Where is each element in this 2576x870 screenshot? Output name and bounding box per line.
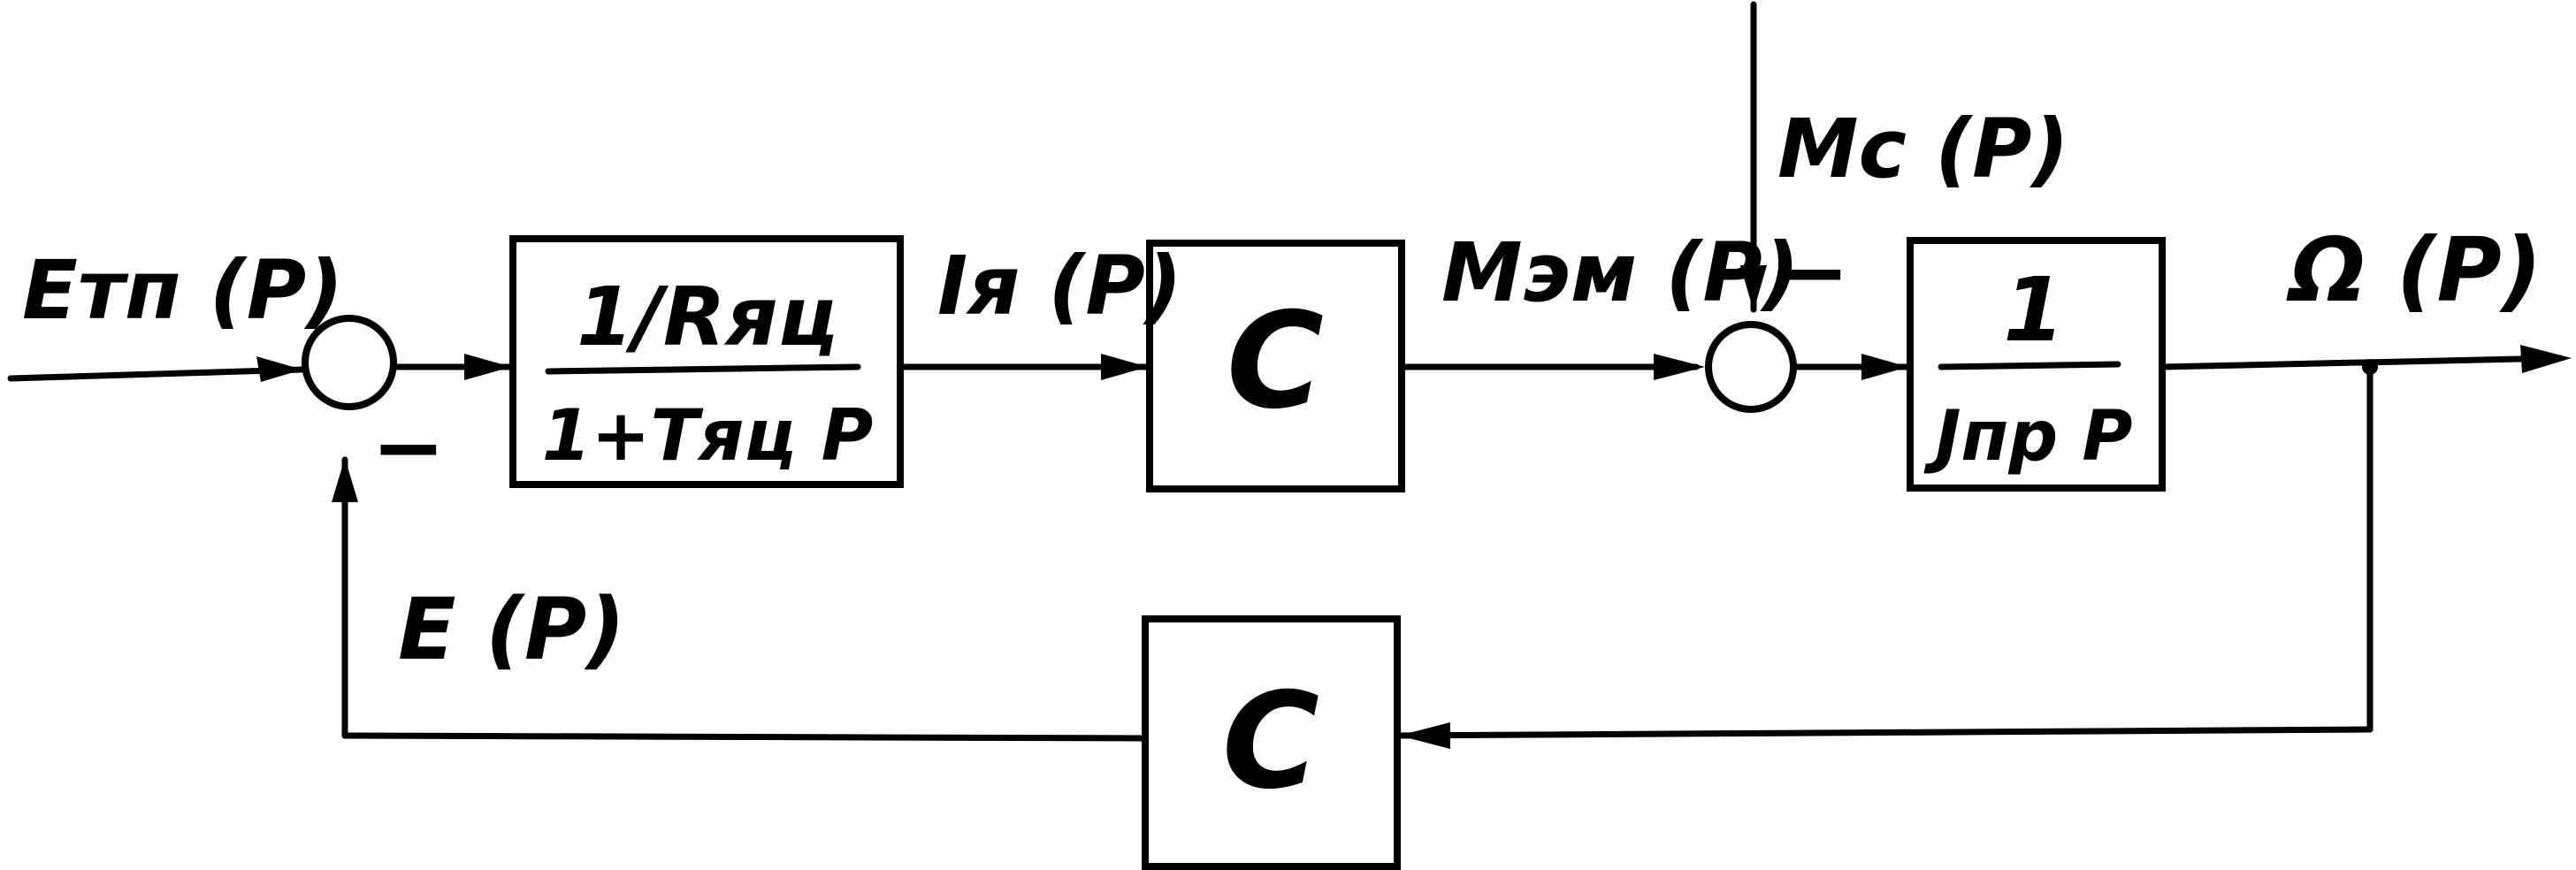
armature-denominator: 1+Tяц P: [542, 394, 873, 477]
summing-junction-2: [1705, 321, 1797, 413]
minus-sign-2: −: [1776, 220, 1850, 324]
input-wire: [7, 366, 306, 382]
armature-fraction-bar: [545, 363, 861, 375]
output-label: Ω (P): [2286, 218, 2542, 322]
arrowhead-armature-in: [464, 354, 511, 380]
input-label: Eтп (P): [22, 243, 343, 338]
feedback-to-c-wire: [1394, 726, 2373, 739]
armature-block: [509, 235, 904, 488]
output-branch-point: [2362, 359, 2378, 375]
inertia-numerator: 1: [2003, 258, 2065, 362]
feedback-constant-label: C: [1222, 665, 1319, 819]
inertia-to-output-wire: [2159, 355, 2564, 370]
arrowhead-feedback-sum1: [332, 458, 358, 502]
arrowhead-sum2-in: [1654, 354, 1705, 380]
minus-sign-1: −: [371, 395, 446, 499]
feedback-constant-block: [1142, 615, 1401, 870]
arrowhead-c-in: [1101, 354, 1148, 380]
arrowhead-inertia-in: [1861, 354, 1908, 380]
armature-numerator: 1/Rяц: [577, 270, 838, 364]
armature-current-label: Iя (P): [937, 239, 1182, 333]
arrowhead-input: [256, 356, 302, 382]
inertia-fraction-bar: [1938, 361, 2121, 370]
em-torque-label: Mэм (P): [1441, 225, 1800, 320]
arrowhead-load-torque: [1740, 265, 1767, 311]
torque-constant-block: [1146, 240, 1405, 492]
torque-constant-label: C: [1227, 285, 1324, 439]
load-torque-label: Mc (P): [1777, 102, 2069, 196]
arrowhead-output: [2520, 345, 2572, 373]
arrowhead-feedback-c: [1399, 722, 1450, 749]
feedback-label: E (P): [398, 580, 625, 679]
summing-junction-1: [302, 315, 397, 410]
feedback-c-to-left-wire: [341, 732, 1149, 742]
inertia-denominator: Jпр P: [1923, 397, 2132, 477]
